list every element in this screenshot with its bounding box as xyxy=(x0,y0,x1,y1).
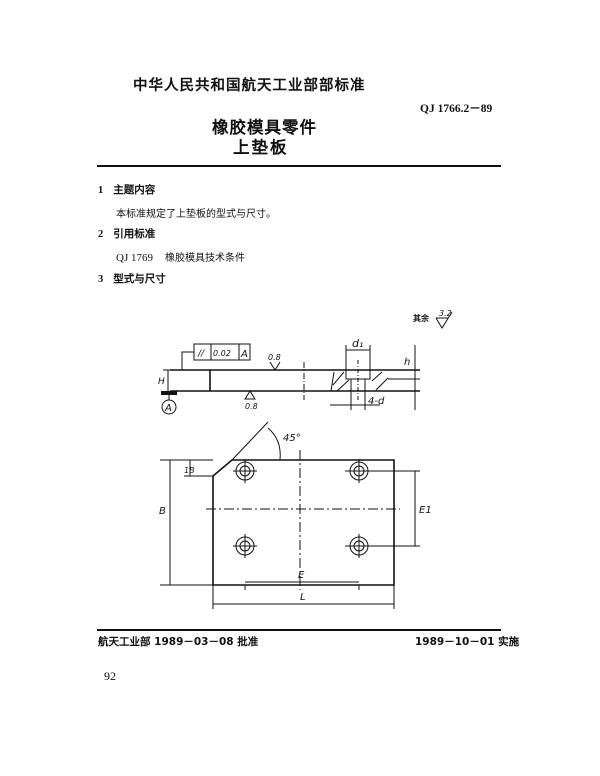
tolerance-datum: A xyxy=(240,349,248,360)
width-dim: B xyxy=(159,506,166,517)
section-1-heading: 1 主题内容 xyxy=(98,182,155,197)
section-number: 3 xyxy=(98,274,104,285)
page-number: 92 xyxy=(104,669,116,683)
hole-spacing-y: E1 xyxy=(419,505,432,516)
roughness-top: 0.8 xyxy=(268,353,281,362)
footer-divider xyxy=(97,629,501,631)
issuing-organization: 中华人民共和国航天工业部部标准 xyxy=(133,78,366,94)
effective-date: 1989－10－01 实施 xyxy=(415,636,520,648)
standard-code: QJ 1766.2－89 xyxy=(420,103,493,115)
section-number: 1 xyxy=(98,185,104,196)
section-2-reference: QJ 1769 橡胶模具技术条件 xyxy=(116,249,245,264)
roughness-value: 3.2 xyxy=(439,309,452,318)
counterbore-dia: d₁ xyxy=(352,337,363,350)
tolerance-symbol: // xyxy=(197,349,205,359)
reference-code: QJ 1769 xyxy=(116,252,153,264)
section-2-heading: 2 引用标准 xyxy=(98,226,155,241)
section-1-body: 本标准规定了上垫板的型式与尺寸。 xyxy=(116,209,276,220)
counterbore-depth: h xyxy=(404,357,410,368)
header-divider xyxy=(97,165,501,167)
document-subtitle: 上垫板 xyxy=(233,138,289,157)
thickness-dim: H xyxy=(158,377,165,387)
roughness-symbol-icon xyxy=(435,311,453,329)
section-title: 型式与尺寸 xyxy=(113,273,166,285)
hole-bottom-right xyxy=(345,534,420,558)
hole-spacing-x: E xyxy=(298,570,305,581)
hole-top-left xyxy=(233,459,257,483)
reference-title: 橡胶模具技术条件 xyxy=(164,253,245,264)
hole-top-right xyxy=(345,459,420,483)
chamfer-size: 1B xyxy=(184,466,195,475)
section-3-heading: 3 型式与尺寸 xyxy=(98,271,166,286)
general-roughness-note: 其余 xyxy=(413,313,429,324)
roughness-label: 其余 xyxy=(413,314,429,323)
document-title: 橡胶模具零件 xyxy=(212,118,317,137)
section-number: 2 xyxy=(98,229,104,240)
hole-dia: 4-d xyxy=(368,396,385,407)
tolerance-value: 0.02 xyxy=(213,349,231,358)
section-title: 引用标准 xyxy=(113,228,156,240)
roughness-bottom: 0.8 xyxy=(245,402,258,411)
section-title: 主题内容 xyxy=(113,184,156,196)
hole-bottom-left xyxy=(233,534,257,558)
approval-date: 航天工业部 1989－03－08 批准 xyxy=(98,636,259,648)
chamfer-angle: 45° xyxy=(283,433,301,444)
datum-label: A xyxy=(164,403,172,414)
length-dim: L xyxy=(300,592,306,603)
